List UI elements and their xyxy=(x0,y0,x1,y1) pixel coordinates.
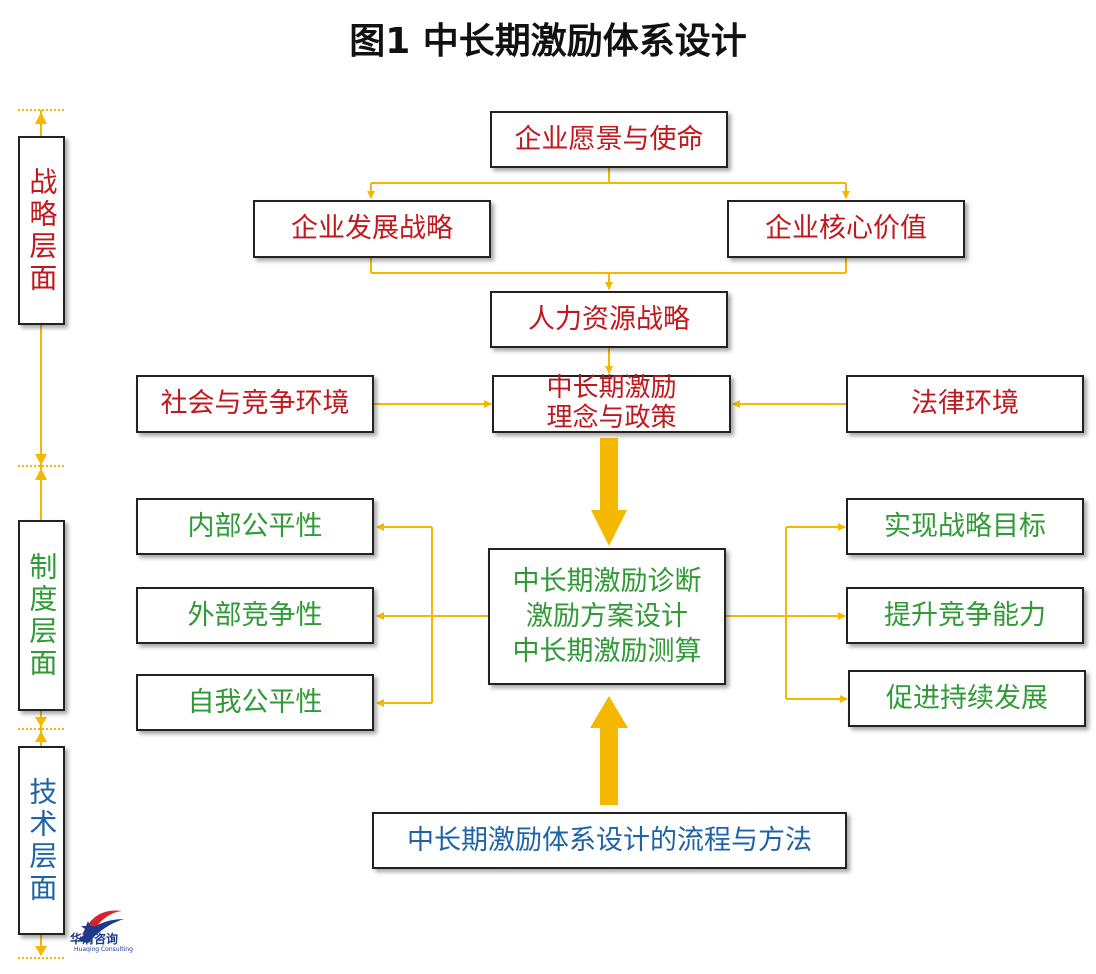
goal3-box: 促进持续发展 xyxy=(848,670,1086,727)
level-system: 制度层面 xyxy=(18,520,65,711)
logo-name: 华清咨询 xyxy=(70,932,119,946)
level-strategy: 战略层面 xyxy=(18,136,65,325)
philosophy-line1: 中长期激励 xyxy=(546,373,677,404)
company-logo-icon xyxy=(78,910,124,943)
goal3-label: 促进持续发展 xyxy=(886,682,1048,714)
goal1-label: 实现战略目标 xyxy=(884,510,1046,542)
internal-fair-label: 内部公平性 xyxy=(187,510,323,542)
logo-subtitle: Huaqing Consulting xyxy=(74,946,133,953)
external-comp-box: 外部竞争性 xyxy=(136,587,374,644)
social-env-label: 社会与竞争环境 xyxy=(160,388,350,420)
level-technology-label: 技术层面 xyxy=(25,776,59,905)
hr-strategy-label: 人力资源战略 xyxy=(528,303,690,335)
philosophy-box: 中长期激励 理念与政策 xyxy=(492,373,731,433)
dev-strategy-box: 企业发展战略 xyxy=(253,200,491,258)
self-fair-label: 自我公平性 xyxy=(187,686,323,718)
core-value-box: 企业核心价值 xyxy=(727,200,965,258)
philosophy-line2: 理念与政策 xyxy=(546,403,677,433)
level-system-label: 制度层面 xyxy=(25,551,59,680)
big-up-arrow xyxy=(590,696,628,805)
process-label: 中长期激励体系设计的流程与方法 xyxy=(407,824,812,856)
center-line2: 激励方案设计 xyxy=(526,600,688,632)
hr-strategy-box: 人力资源战略 xyxy=(490,291,728,348)
level-technology: 技术层面 xyxy=(18,746,65,935)
legal-env-box: 法律环境 xyxy=(846,375,1084,433)
goal1-box: 实现战略目标 xyxy=(846,498,1084,555)
center-line3: 中长期激励测算 xyxy=(512,636,702,668)
internal-fair-box: 内部公平性 xyxy=(136,498,374,555)
social-env-box: 社会与竞争环境 xyxy=(136,375,374,433)
level-strategy-label: 战略层面 xyxy=(25,166,59,295)
self-fair-box: 自我公平性 xyxy=(136,674,374,731)
core-value-label: 企业核心价值 xyxy=(765,213,927,245)
center-line1: 中长期激励诊断 xyxy=(512,565,702,597)
external-comp-label: 外部竞争性 xyxy=(187,599,323,631)
dev-strategy-label: 企业发展战略 xyxy=(291,213,453,245)
center-box: 中长期激励诊断 激励方案设计 中长期激励测算 xyxy=(488,548,726,685)
goal2-box: 提升竞争能力 xyxy=(846,587,1084,644)
goal2-label: 提升竞争能力 xyxy=(884,599,1046,631)
vision-box: 企业愿景与使命 xyxy=(490,111,728,168)
legal-env-label: 法律环境 xyxy=(911,388,1019,420)
vision-label: 企业愿景与使命 xyxy=(514,123,704,155)
page-title: 图1 中长期激励体系设计 xyxy=(349,21,747,62)
big-down-arrow xyxy=(591,438,627,546)
process-box: 中长期激励体系设计的流程与方法 xyxy=(372,812,847,869)
